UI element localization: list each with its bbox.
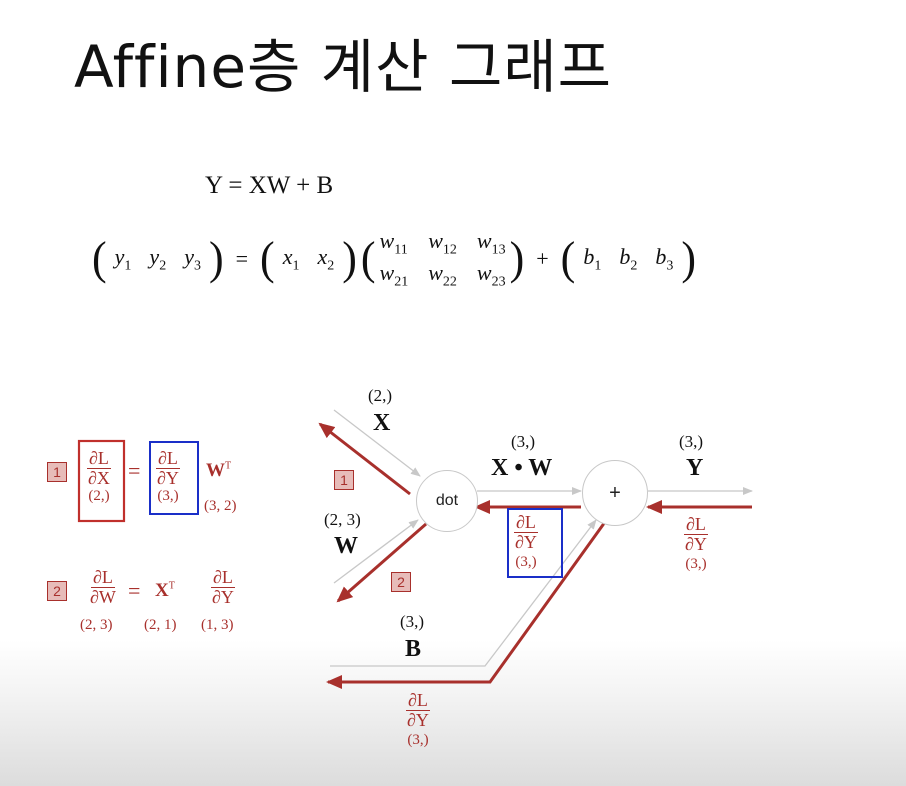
graph-badge-2: 2 [391, 572, 411, 592]
formula-2-xt-shape: (2, 1) [144, 617, 177, 633]
formula-2-lhs: ∂L∂W [90, 567, 116, 607]
formula-1-badge: 1 [47, 462, 67, 482]
dot-node: dot [416, 470, 478, 532]
grad-b: ∂L∂Y (3,) [406, 690, 430, 748]
formula-1-wt-shape: (3, 2) [204, 498, 237, 514]
w-matrix: w11 w12 w13 w21 w22 w23 [379, 228, 506, 290]
plus-node: + [582, 460, 648, 526]
page-title: Affine층 계산 그래프 [74, 33, 613, 101]
grad-xw: ∂L∂Y (3,) [514, 512, 538, 570]
formula-1-wt: WT [206, 460, 232, 481]
y-label: Y [686, 455, 704, 481]
graph-badge-1: 1 [334, 470, 354, 490]
y-vector: y1 y2 y3 [114, 244, 201, 274]
b-vector: b1 b2 b3 [583, 244, 674, 274]
formula-1-rhs: ∂L∂Y (3,) [156, 448, 180, 504]
formula-2-lhs-shape: (2, 3) [80, 617, 113, 633]
formula-1-lhs: ∂L∂X (2,) [87, 448, 111, 504]
x-shape: (2,) [368, 386, 393, 405]
x-vector: x1 x2 [282, 244, 335, 274]
highlight-box-graph-dldy [507, 508, 563, 578]
formula-2-rhs: ∂L∂Y [211, 567, 235, 607]
xw-shape: (3,) [511, 432, 536, 451]
grad-dot-to-x [318, 422, 411, 496]
edge-w-to-dot [333, 519, 419, 584]
b-shape: (3,) [400, 612, 425, 631]
formula-2-eq: = [128, 578, 141, 603]
edge-x-to-dot [333, 409, 421, 477]
x-label: X [373, 410, 391, 436]
y-shape: (3,) [679, 432, 704, 451]
grad-dot-to-w [336, 522, 427, 603]
highlight-box-formula-dldy [149, 441, 199, 515]
w-label: W [334, 533, 358, 559]
formula-2-rhs-shape: (1, 3) [201, 617, 234, 633]
formula-1-eq: = [128, 458, 141, 483]
b-label: B [405, 636, 422, 662]
w-shape: (2, 3) [324, 510, 361, 529]
grad-plus-to-b [326, 521, 607, 689]
equation-summary: Y = XW + B [205, 172, 334, 199]
formula-2-xt: XT [155, 580, 175, 601]
formula-2-badge: 2 [47, 581, 67, 601]
highlight-box-formula-dldx [77, 439, 126, 523]
grad-y: ∂L∂Y (3,) [684, 514, 708, 572]
edge-b-to-plus [330, 519, 597, 667]
xw-label: X • W [491, 455, 553, 481]
equation-expanded: ( y1 y2 y3 ) = ( x1 x2 ) ( w11 w12 w13 w… [92, 228, 696, 290]
